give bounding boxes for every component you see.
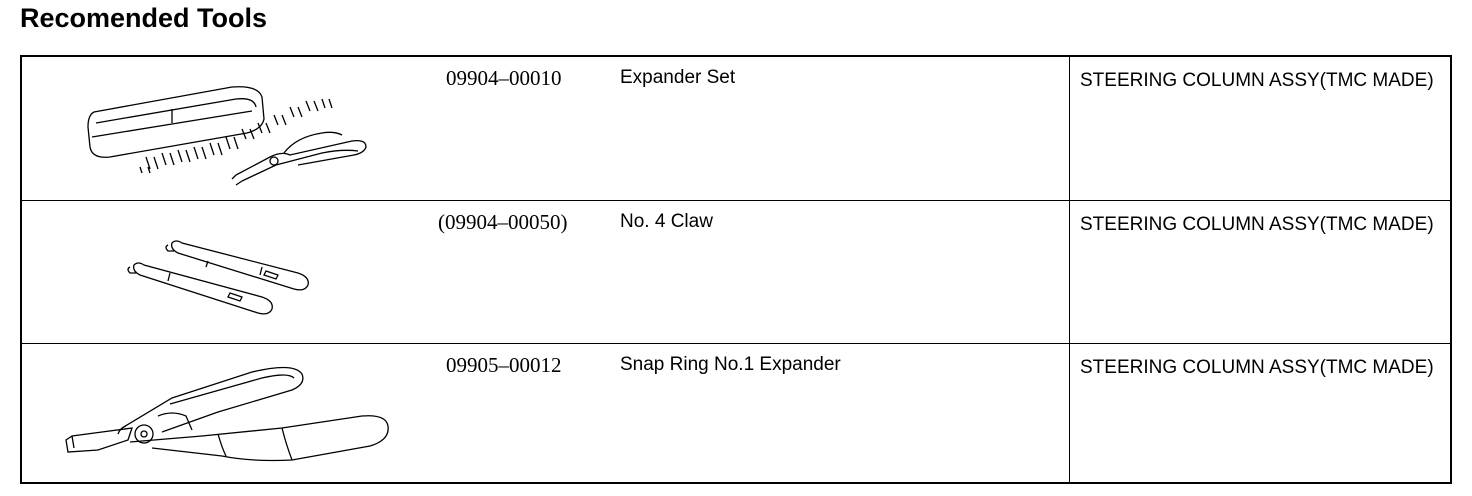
column-divider (1069, 344, 1070, 482)
part-number: 09904–00010 (446, 66, 562, 90)
column-divider (1069, 57, 1070, 200)
expander-set-illustration (22, 57, 442, 200)
table-row: (09904–00050) No. 4 Claw STEERING COLUMN… (22, 200, 1450, 343)
tool-description: No. 4 Claw (620, 211, 713, 232)
part-number: (09904–00050) (438, 210, 568, 234)
page-title: Recomended Tools (20, 3, 268, 33)
claw-illustration (22, 201, 442, 343)
part-number: 09905–00012 (446, 353, 562, 377)
application: STEERING COLUMN ASSY(TMC MADE) (1080, 70, 1434, 91)
tool-description: Snap Ring No.1 Expander (620, 354, 841, 375)
table-row: 09904–00010 Expander Set STEERING COLUMN… (22, 57, 1450, 200)
recommended-tools-table: 09904–00010 Expander Set STEERING COLUMN… (20, 55, 1452, 484)
table-row: 09905–00012 Snap Ring No.1 Expander STEE… (22, 343, 1450, 482)
application: STEERING COLUMN ASSY(TMC MADE) (1080, 214, 1434, 235)
column-divider (1069, 201, 1070, 343)
tool-description: Expander Set (620, 67, 736, 88)
snap-ring-expander-illustration (22, 344, 442, 482)
application: STEERING COLUMN ASSY(TMC MADE) (1080, 357, 1434, 378)
